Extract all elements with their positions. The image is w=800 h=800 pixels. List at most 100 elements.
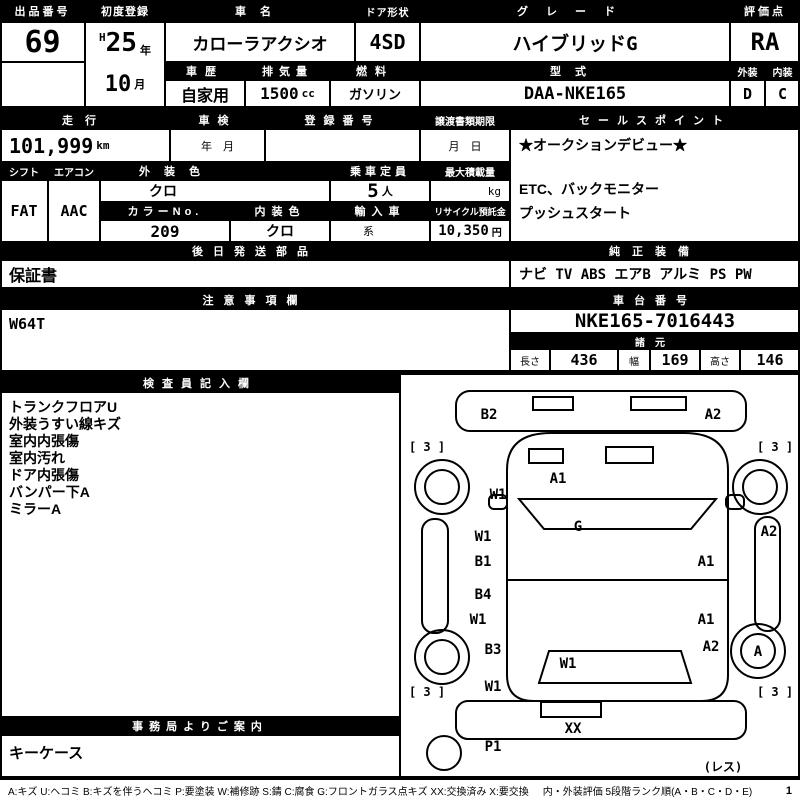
- height-label: 高さ: [700, 349, 740, 371]
- damage-mark: B1: [475, 554, 492, 570]
- inspector-notes-value: トランクフロアU 外装うすい線キズ 室内内張傷 室内汚れ ドア内張傷 バンパー下…: [0, 392, 400, 717]
- inspector-notes-header: 検査員記入欄: [0, 374, 400, 392]
- sales-points-header: セールスポイント: [510, 111, 800, 129]
- shift-value: FAT: [0, 180, 48, 242]
- front-left-wheel: [414, 459, 470, 515]
- rear-window: [537, 650, 693, 684]
- lot-number-value: 69: [0, 22, 85, 62]
- interior-color-value: クロ: [230, 220, 330, 242]
- tire-depth-mark: [ 3 ]: [409, 685, 445, 699]
- inspector-note-line: 室内汚れ: [9, 450, 65, 466]
- lot-number-blank-cell: [0, 62, 85, 107]
- car-name-value: カローラアクシオ: [165, 22, 355, 62]
- left-mirror: [488, 494, 508, 510]
- door-shape-value: 4SD: [355, 22, 420, 62]
- front-right-wheel-inner: [742, 469, 778, 505]
- score-value: RA: [730, 22, 800, 62]
- front-grille-left: [532, 396, 574, 411]
- footer-legend-row: A:キズ U:ヘコミ B:キズを伴うヘコミ P:要塗装 W:補修跡 S:錆 C:…: [0, 781, 800, 800]
- mileage-value: 101,999 km: [0, 129, 170, 162]
- section-divider: [0, 107, 800, 111]
- interior-color-suffix-cell: 系: [330, 220, 430, 242]
- aircon-header: エアコン: [48, 162, 100, 180]
- car-name-header: 車名: [165, 0, 355, 22]
- grade-value: ハイブリッドG: [420, 22, 730, 62]
- damage-mark: B4: [475, 587, 492, 603]
- genuine-equipment-value: ナビ TV ABS エアB アルミ PS PW: [510, 260, 800, 288]
- wheel-damage-mark: A: [754, 644, 763, 660]
- recycle-deposit-header: リサイクル預託金: [430, 202, 510, 220]
- damage-mark: A1: [698, 554, 715, 570]
- sales-point-line: プッシュスタート: [519, 205, 631, 221]
- sales-points-value: ★オークションデビュー★ ETC、バックモニター プッシュスタート: [510, 129, 800, 242]
- registration-number-value: [265, 129, 420, 162]
- sales-point-line: ETC、バックモニター: [519, 181, 659, 197]
- inspector-note-line: 室内内張傷: [9, 433, 79, 449]
- grade-header: グレード: [420, 0, 730, 22]
- first-registration-header: 初度登録: [85, 0, 165, 22]
- inspector-note-line: バンパー下A: [9, 484, 90, 500]
- tire-depth-mark: [ 3 ]: [757, 440, 793, 454]
- first-reg-year-row: H 25 年: [86, 23, 164, 62]
- interior-color-header: 内装色: [230, 202, 330, 220]
- damage-mark: A1: [698, 612, 715, 628]
- mileage-number: 101,999: [9, 133, 94, 158]
- fuel-value: ガソリン: [330, 80, 420, 107]
- fuel-header: 燃料: [330, 62, 420, 80]
- score-header: 評価点: [730, 0, 800, 22]
- damage-mark: B3: [485, 642, 502, 658]
- first-registration-value: H 25 年 10 月: [85, 22, 165, 107]
- lot-number-header: 出品番号: [0, 0, 85, 22]
- damage-mark: W1: [470, 612, 487, 628]
- max-load-header: 最大積載量: [430, 162, 510, 180]
- damage-mark: A1: [550, 471, 567, 487]
- sales-point-line: ★オークションデビュー★: [519, 137, 687, 153]
- aircon-value: AAC: [48, 180, 100, 242]
- front-right-wheel: [732, 459, 788, 515]
- section-divider: [0, 288, 800, 291]
- rating-scale-note: 内・外装評価 5段階ランク順(A・B・C・D・E): [542, 787, 753, 798]
- year-unit: 年: [139, 44, 151, 58]
- inspection-value: 年 月: [170, 129, 265, 162]
- door-shape-header: ドア形状: [355, 0, 420, 22]
- interior-grade-header: 内装: [765, 62, 800, 80]
- damage-mark: W1: [560, 656, 577, 672]
- chassis-number-value: NKE165-7016443: [510, 309, 800, 333]
- specifications-header: 諸元: [510, 333, 800, 349]
- hood-vent-left: [528, 448, 564, 464]
- damage-mark: A2: [703, 639, 720, 655]
- mileage-header: 走行: [0, 111, 170, 129]
- recycle-unit: 円: [491, 227, 502, 239]
- import-car-header: 輸入車: [330, 202, 430, 220]
- transfer-deadline-value: 月 日: [420, 129, 510, 162]
- displacement-header: 排気量: [245, 62, 330, 80]
- rear-right-wheel-inner: [740, 633, 776, 669]
- first-reg-month: 10: [104, 71, 132, 97]
- damage-mark: A2: [761, 524, 778, 540]
- model-code-value: DAA-NKE165: [420, 80, 730, 107]
- license-plate: [540, 701, 602, 718]
- front-grille-right: [630, 396, 687, 411]
- mileage-unit: km: [96, 139, 110, 152]
- damage-mark: G: [574, 519, 582, 535]
- damage-mark: W1: [490, 487, 507, 503]
- capacity-number: 5: [367, 180, 379, 202]
- section-divider: [0, 371, 800, 374]
- color-number-value: 209: [100, 220, 230, 242]
- displacement-value: 1500 cc: [245, 80, 330, 107]
- displacement-number: 1500: [260, 84, 299, 103]
- tire-depth-mark: [ 3 ]: [409, 440, 445, 454]
- capacity-header: 乗車定員: [330, 162, 430, 180]
- car-damage-diagram: B2 A2 [ 3 ] [ 3 ] W1 A1 W1 G A2 B1 A1 B4…: [409, 390, 793, 774]
- exterior-color-value: クロ: [100, 180, 330, 202]
- capacity-unit: 人: [381, 185, 393, 198]
- inspector-note-line: 外装うすい線キズ: [9, 416, 121, 432]
- office-info-value: キーケース: [0, 735, 400, 777]
- damage-mark: A2: [705, 407, 722, 423]
- shift-header: シフト: [0, 162, 48, 180]
- width-value: 169: [650, 349, 700, 371]
- rear-right-wheel: [730, 623, 786, 679]
- registration-number-header: 登録番号: [265, 111, 420, 129]
- width-label: 幅: [618, 349, 650, 371]
